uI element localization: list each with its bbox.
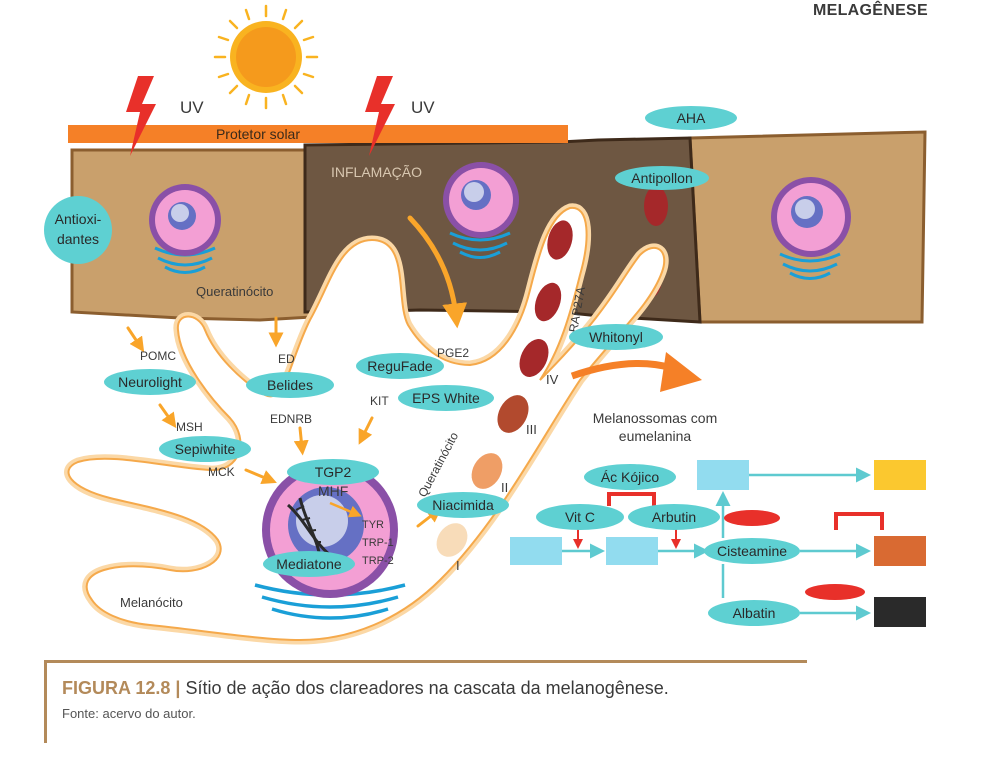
keratinocyte-nucleus-middle: [443, 162, 519, 259]
melanosome-stage-3: [497, 395, 529, 433]
agent-neurolight: Neurolight: [104, 369, 196, 395]
inhibit-bracket-kojico: [607, 492, 656, 506]
svg-text:Neurolight: Neurolight: [118, 374, 182, 390]
signal-msh: MSH: [176, 420, 203, 434]
page-header-title: MELAGÊNESE: [812, 2, 928, 19]
svg-text:AHA: AHA: [677, 110, 706, 126]
agent-arbutin: Arbutin: [628, 504, 720, 530]
stage-label-2: II: [501, 480, 508, 495]
signal-mck: MCK: [208, 465, 235, 479]
svg-text:dantes: dantes: [57, 231, 99, 247]
melanosome: [534, 282, 562, 322]
melanosome-stage-2: [471, 453, 503, 489]
agent-albatin: Albatin: [708, 600, 800, 626]
melanosomes-label-line1: Melanossomas com: [593, 410, 718, 426]
pathway-flow: [510, 460, 926, 627]
inhibit-bracket-orange: [834, 512, 884, 530]
stage-label-1: I: [456, 558, 460, 573]
sun-icon: [213, 4, 319, 110]
svg-text:EPS White: EPS White: [412, 390, 480, 406]
svg-text:Albatin: Albatin: [733, 605, 776, 621]
red-oval-albatin: [805, 584, 865, 600]
stage-label-4: IV: [546, 372, 559, 387]
figure-caption: FIGURA 12.8 | Sítio de ação dos clareado…: [62, 678, 669, 699]
figure-number: FIGURA 12.8: [62, 678, 171, 698]
agent-antipollon: Antipollon: [615, 166, 709, 190]
agent-whitonyl: Whitonyl: [569, 324, 663, 350]
agent-mediatone: Mediatone: [263, 551, 355, 577]
svg-text:Cisteamine: Cisteamine: [717, 543, 787, 559]
svg-text:Niacimida: Niacimida: [432, 497, 494, 513]
uv-bolt-right-icon: [365, 76, 395, 156]
transfer-arrow: [570, 360, 673, 380]
caption-separator: |: [175, 678, 181, 698]
svg-text:Antioxi-: Antioxi-: [55, 211, 102, 227]
melanosome: [547, 220, 573, 260]
mhf-arrow: [329, 501, 362, 518]
svg-text:Sepiwhite: Sepiwhite: [175, 441, 236, 457]
agent-tgp2: TGP2: [287, 459, 379, 485]
signal-pge2: PGE2: [437, 346, 469, 360]
agent-ac-kojico: Ác Kójico: [584, 464, 676, 490]
signal-ednrb: EDNRB: [270, 412, 312, 426]
melanocyte-outline: [64, 203, 669, 645]
agent-belides: Belides: [246, 372, 334, 398]
svg-text:Belides: Belides: [267, 377, 313, 393]
agent-vit-c: Vit C: [536, 504, 624, 530]
pathway-box-3: [697, 460, 749, 490]
stage-label-3: III: [526, 422, 537, 437]
melanosomes-label-line2: eumelanina: [619, 428, 692, 444]
caption-text: Sítio de ação dos clareadores na cascata…: [185, 678, 669, 698]
trp1-label: TRP-1: [362, 537, 394, 549]
melanosome-stage-1: [436, 523, 468, 557]
pathway-box-2: [606, 537, 658, 565]
transfer-arrowhead: [660, 352, 702, 392]
svg-text:ReguFade: ReguFade: [367, 358, 433, 374]
trp2-label: TRP-2: [362, 555, 394, 567]
sunscreen-bar: [68, 125, 568, 143]
svg-text:TGP2: TGP2: [315, 464, 352, 480]
signal-kit: KIT: [370, 394, 389, 408]
inflammation-label: INFLAMAÇÃO: [331, 164, 422, 180]
svg-text:Ác Kójico: Ác Kójico: [601, 469, 660, 485]
red-oval-arbutin: [724, 510, 780, 526]
melanosome: [644, 186, 668, 226]
keratinocyte-nucleus-right: [771, 177, 851, 280]
melanosome-stage-4: [519, 339, 549, 377]
pigment-yellow-box: [874, 460, 926, 490]
svg-text:Vit C: Vit C: [565, 509, 595, 525]
agent-regufade: ReguFade: [356, 353, 444, 379]
svg-text:Mediatone: Mediatone: [276, 556, 342, 572]
melanocyte-label: Melanócito: [120, 595, 183, 610]
agent-antioxidantes: Antioxi- dantes: [44, 196, 112, 264]
agent-cisteamine: Cisteamine: [704, 538, 800, 564]
keratinocyte-nucleus-left: [149, 184, 221, 274]
svg-text:Whitonyl: Whitonyl: [589, 329, 643, 345]
agent-sepiwhite: Sepiwhite: [159, 436, 251, 462]
agent-aha: AHA: [645, 106, 737, 130]
pigment-black-box: [874, 597, 926, 627]
pathway-box-1: [510, 537, 562, 565]
figure-source: Fonte: acervo do autor.: [62, 706, 196, 721]
mhf-label: MHF: [318, 483, 348, 499]
svg-text:Antipollon: Antipollon: [631, 170, 693, 186]
signal-pomc: POMC: [140, 349, 176, 363]
agent-niacimida: Niacimida: [417, 492, 509, 518]
tyr-label: TYR: [362, 519, 384, 531]
uv-label-right: UV: [411, 98, 435, 117]
keratinocyte-label: Queratinócito: [196, 284, 273, 299]
agent-eps-white: EPS White: [398, 385, 494, 411]
svg-text:Arbutin: Arbutin: [652, 509, 696, 525]
signal-ed: ED: [278, 352, 295, 366]
sunscreen-label: Protetor solar: [216, 126, 300, 142]
uv-label-left: UV: [180, 98, 204, 117]
pigment-orange-box: [874, 536, 926, 566]
uv-bolt-left-icon: [126, 76, 156, 156]
figure-caption-frame: [44, 660, 807, 743]
